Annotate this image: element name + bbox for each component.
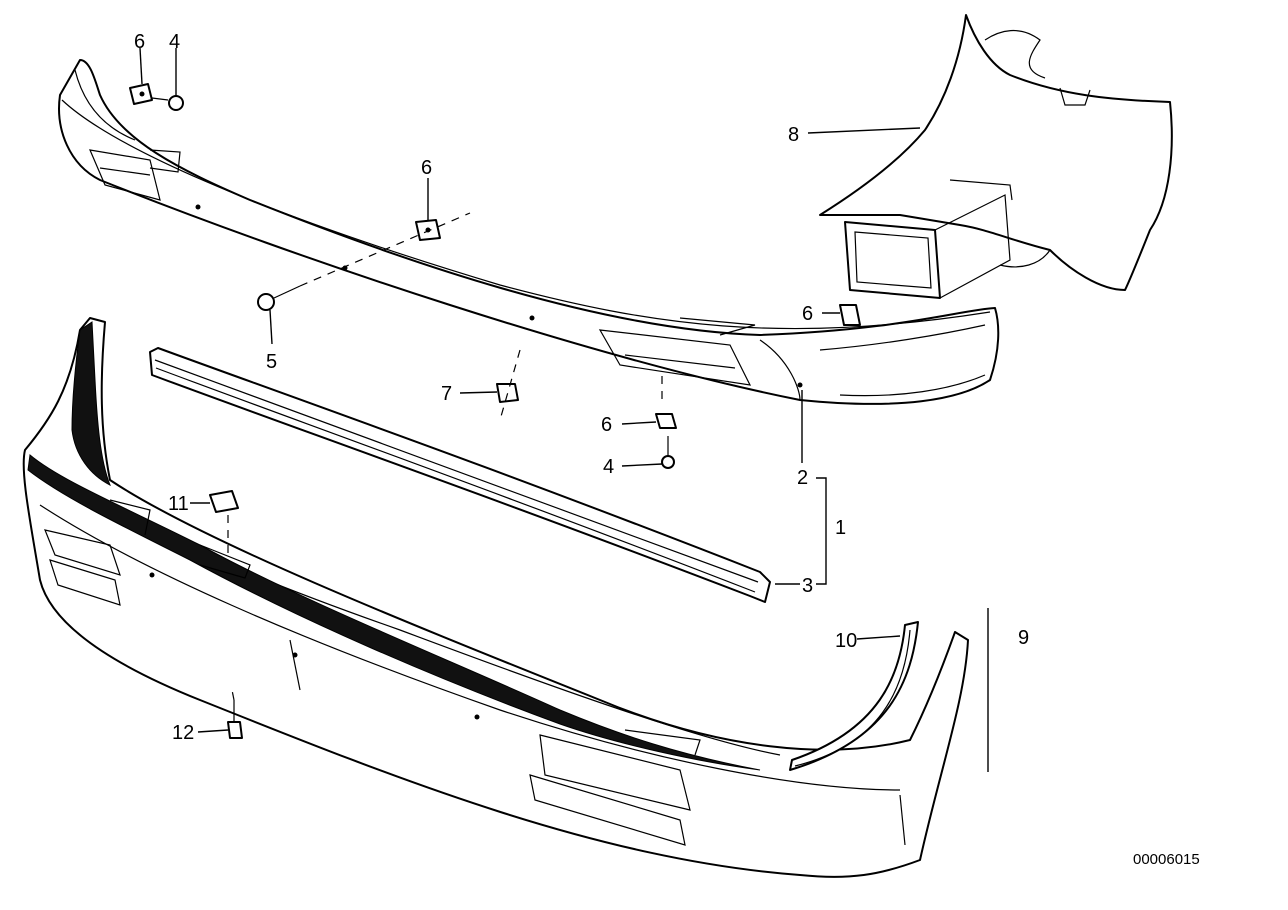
screw-part-12 [227, 700, 243, 739]
diagram-code: 00006015 [1133, 851, 1200, 868]
label-6-right: 6 [802, 303, 813, 325]
label-1: 1 [835, 517, 846, 539]
screw-lower-right [661, 436, 675, 469]
label-6-lower: 6 [601, 414, 612, 436]
label-5: 5 [266, 351, 277, 373]
label-4-top: 4 [169, 31, 180, 53]
clip-nut-right [839, 304, 861, 326]
clip-part-11 [209, 490, 239, 513]
label-6-mid: 6 [421, 157, 432, 179]
label-6-top: 6 [134, 31, 145, 53]
clip-nut-mid [415, 219, 441, 241]
clip-nut-top-left [129, 83, 153, 105]
lower-spoiler-part [22, 317, 969, 878]
label-3: 3 [802, 575, 813, 597]
label-7: 7 [441, 383, 452, 405]
label-8: 8 [788, 124, 799, 146]
clip-nut-lower-right [655, 413, 677, 429]
label-11: 11 [168, 493, 189, 515]
screw-top-left [151, 95, 184, 111]
upper-bumper-part [58, 59, 1000, 405]
label-10: 10 [835, 630, 857, 652]
label-4-lower: 4 [603, 456, 614, 478]
bumper-strip-part [149, 347, 771, 603]
screw-mid [257, 285, 301, 311]
air-duct-panel-part [819, 14, 1173, 299]
side-strip-part [789, 621, 919, 771]
clip-part-7 [496, 383, 519, 403]
label-12: 12 [172, 722, 194, 744]
label-2: 2 [797, 467, 808, 489]
label-9: 9 [1018, 627, 1029, 649]
